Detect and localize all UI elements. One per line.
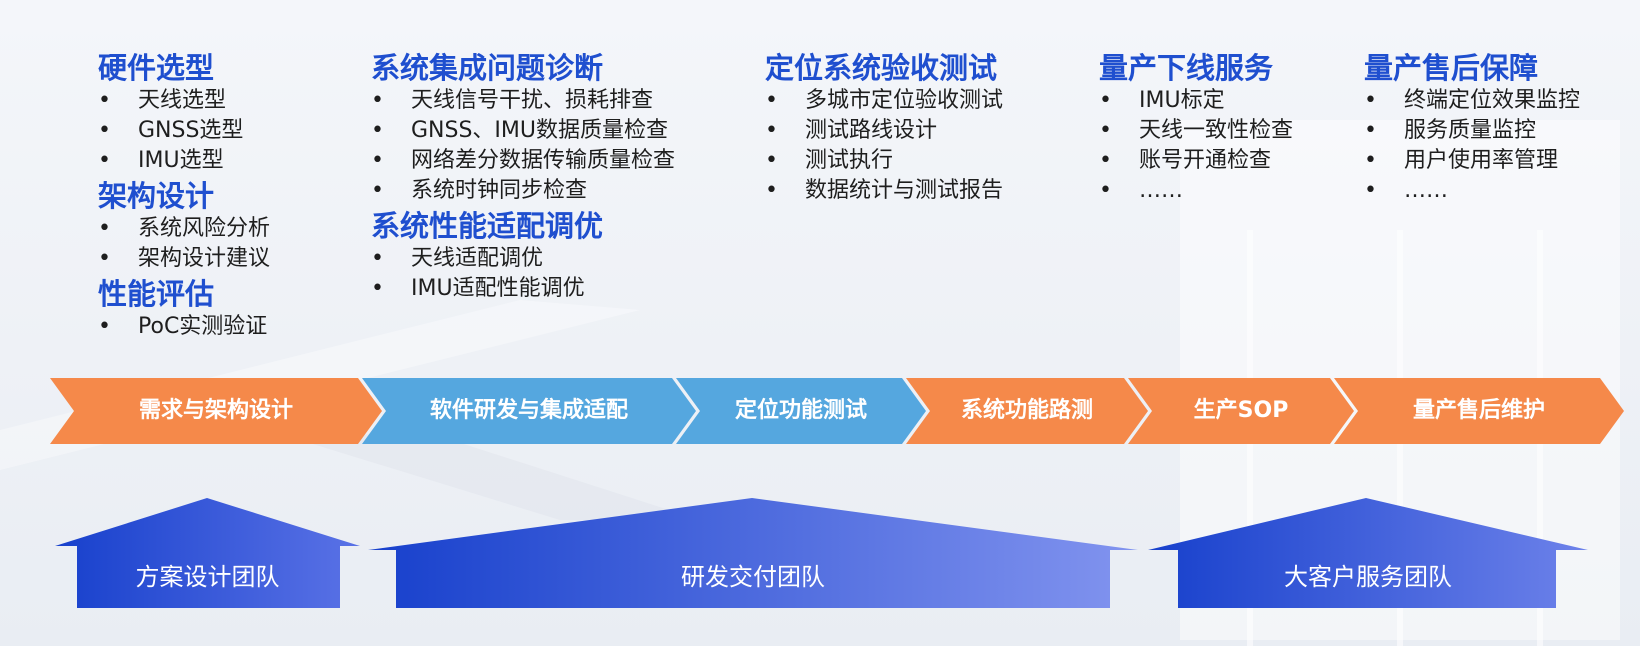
list-item: 天线选型: [98, 86, 270, 116]
stage-chevron: [50, 378, 382, 444]
team-label: 大客户服务团队: [1284, 563, 1452, 591]
stage-label-production-sop: 生产SOP: [1193, 398, 1289, 423]
list-item: 终端定位效果监控: [1364, 86, 1580, 116]
list-item: 架构设计建议: [98, 244, 270, 274]
stage-label-after-sales: 量产售后维护: [1412, 398, 1545, 423]
list-item: 天线适配调优: [371, 244, 675, 274]
list-item: GNSS选型: [98, 116, 270, 146]
stage-chevron: [906, 378, 1148, 444]
list-item: 系统时钟同步检查: [371, 176, 675, 206]
team-shape: [55, 498, 360, 608]
list-item: IMU标定: [1099, 86, 1293, 116]
section-integration-diagnosis: 系统集成问题诊断 天线信号干扰、损耗排查 GNSS、IMU数据质量检查 网络差分…: [371, 50, 675, 206]
stage-label-software-dev: 软件研发与集成适配: [429, 398, 628, 423]
team-block-rd-delivery: 研发交付团队: [368, 498, 1138, 610]
list-item: 测试执行: [765, 146, 1003, 176]
section-title: 系统性能适配调优: [371, 209, 604, 243]
column-after-sales: 量产售后保障 终端定位效果监控 服务质量监控 用户使用率管理 ……: [1364, 50, 1580, 208]
list-item: IMU适配性能调优: [371, 274, 675, 304]
section-list: IMU标定 天线一致性检查 账号开通检查 ……: [1099, 86, 1293, 206]
section-title: 系统集成问题诊断: [371, 51, 604, 85]
stage-label-positioning-test: 定位功能测试: [734, 398, 867, 423]
column-system-integration: 系统集成问题诊断 天线信号干扰、损耗排查 GNSS、IMU数据质量检查 网络差分…: [371, 50, 675, 306]
team-label: 研发交付团队: [681, 563, 825, 591]
list-item: ……: [1364, 176, 1580, 206]
list-item: 网络差分数据传输质量检查: [371, 146, 675, 176]
team-label: 方案设计团队: [135, 563, 280, 591]
section-list: 天线适配调优 IMU适配性能调优: [371, 244, 675, 304]
section-list: 多城市定位验收测试 测试路线设计 测试执行 数据统计与测试报告: [765, 86, 1003, 206]
list-item: 数据统计与测试报告: [765, 176, 1003, 206]
section-title: 定位系统验收测试: [765, 51, 998, 85]
section-list: 系统风险分析 架构设计建议: [98, 214, 270, 274]
section-after-sales: 量产售后保障 终端定位效果监控 服务质量监控 用户使用率管理 ……: [1364, 50, 1580, 206]
list-item: PoC实测验证: [98, 312, 270, 342]
section-title: 量产下线服务: [1099, 51, 1274, 85]
list-item: 天线信号干扰、损耗排查: [371, 86, 675, 116]
list-item: 测试路线设计: [765, 116, 1003, 146]
section-performance-tuning: 系统性能适配调优 天线适配调优 IMU适配性能调优: [371, 208, 675, 304]
section-list: 终端定位效果监控 服务质量监控 用户使用率管理 ……: [1364, 86, 1580, 206]
stage-label-requirements: 需求与架构设计: [138, 398, 293, 423]
section-list: 天线信号干扰、损耗排查 GNSS、IMU数据质量检查 网络差分数据传输质量检查 …: [371, 86, 675, 206]
list-item: ……: [1099, 176, 1293, 206]
stage-chevron: [362, 378, 696, 444]
section-architecture-design: 架构设计 系统风险分析 架构设计建议: [98, 178, 270, 274]
section-production-service: 量产下线服务 IMU标定 天线一致性检查 账号开通检查 ……: [1099, 50, 1293, 206]
section-hardware-selection: 硬件选型 天线选型 GNSS选型 IMU选型: [98, 50, 270, 176]
process-flow: 需求与架构设计 软件研发与集成适配 定位功能测试 系统功能路测 生产SOP 量产…: [0, 378, 1640, 444]
list-item: 服务质量监控: [1364, 116, 1580, 146]
column-production-service: 量产下线服务 IMU标定 天线一致性检查 账号开通检查 ……: [1099, 50, 1293, 208]
team-block-key-account-service: 大客户服务团队: [1148, 498, 1588, 610]
stage-chevron: [676, 378, 926, 444]
column-hardware-architecture: 硬件选型 天线选型 GNSS选型 IMU选型 架构设计 系统风险分析 架构设计建…: [98, 50, 270, 344]
stage-chevron: [1128, 378, 1354, 444]
section-title: 架构设计: [98, 179, 215, 213]
section-list: 天线选型 GNSS选型 IMU选型: [98, 86, 270, 176]
list-item: 账号开通检查: [1099, 146, 1293, 176]
section-title: 量产售后保障: [1364, 51, 1539, 85]
section-title: 性能评估: [98, 277, 215, 311]
section-acceptance-test: 定位系统验收测试 多城市定位验收测试 测试路线设计 测试执行 数据统计与测试报告: [765, 50, 1003, 206]
chevron-strip: [50, 378, 1624, 444]
list-item: IMU选型: [98, 146, 270, 176]
team-shape: [368, 498, 1138, 608]
team-block-solution-design: 方案设计团队: [55, 498, 360, 610]
list-item: 用户使用率管理: [1364, 146, 1580, 176]
section-title: 硬件选型: [98, 51, 215, 85]
section-performance-evaluation: 性能评估 PoC实测验证: [98, 276, 270, 342]
list-item: 天线一致性检查: [1099, 116, 1293, 146]
stage-chevron: [1334, 378, 1624, 444]
list-item: 多城市定位验收测试: [765, 86, 1003, 116]
section-list: PoC实测验证: [98, 312, 270, 342]
stage-label-road-test: 系统功能路测: [960, 398, 1093, 423]
list-item: 系统风险分析: [98, 214, 270, 244]
list-item: GNSS、IMU数据质量检查: [371, 116, 675, 146]
team-shape: [1148, 498, 1588, 608]
column-acceptance-test: 定位系统验收测试 多城市定位验收测试 测试路线设计 测试执行 数据统计与测试报告: [765, 50, 1003, 208]
